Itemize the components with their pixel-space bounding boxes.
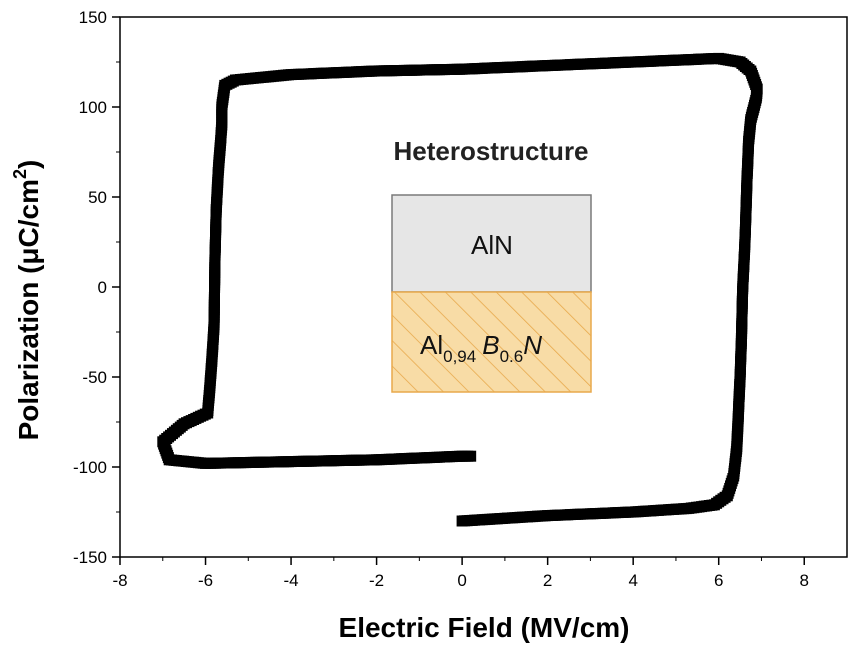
albn-label-n: N bbox=[523, 330, 542, 360]
x-axis-ticks: -8 -6 -4 -2 0 2 4 6 8 bbox=[112, 557, 809, 590]
heterostructure-inset: Heterostructure AlN Al0,94 B0.6N bbox=[391, 136, 592, 393]
y-tick-label: -100 bbox=[73, 458, 107, 477]
data-series bbox=[157, 52, 763, 527]
y-axis-title: Polarization (μC/cm2) bbox=[10, 160, 44, 441]
x-tick-label: 8 bbox=[800, 571, 809, 590]
x-axis-title: Electric Field (MV/cm) bbox=[339, 612, 630, 643]
y-tick-label: -50 bbox=[82, 368, 107, 387]
y-axis-title-sup: 2 bbox=[10, 169, 30, 179]
x-tick-label: 0 bbox=[457, 571, 466, 590]
x-tick-label: 4 bbox=[628, 571, 637, 590]
x-tick-label: -4 bbox=[283, 571, 298, 590]
x-tick-label: -2 bbox=[369, 571, 384, 590]
albn-label-b: B bbox=[482, 330, 499, 360]
y-axis-title-main: Polarization (μC/cm bbox=[13, 179, 44, 440]
y-axis-title-close: ) bbox=[13, 160, 44, 169]
aln-layer bbox=[391, 194, 592, 293]
albn-label-sub1: 0,94 bbox=[443, 347, 476, 366]
albn-layer-label: Al0,94 B0.6N bbox=[420, 330, 542, 366]
x-tick-label: 6 bbox=[714, 571, 723, 590]
y-tick-label: 150 bbox=[79, 8, 107, 27]
y-tick-label: 50 bbox=[88, 188, 107, 207]
inset-title: Heterostructure bbox=[393, 136, 588, 166]
y-axis-ticks: -150 -100 -50 0 50 100 150 bbox=[73, 8, 120, 567]
albn-layer bbox=[391, 291, 592, 393]
x-tick-label: -8 bbox=[112, 571, 127, 590]
data-point bbox=[465, 450, 477, 462]
albn-label-al: Al bbox=[420, 330, 443, 360]
y-tick-label: -150 bbox=[73, 548, 107, 567]
x-tick-label: 2 bbox=[543, 571, 552, 590]
y-tick-label: 100 bbox=[79, 98, 107, 117]
x-tick-label: -6 bbox=[198, 571, 213, 590]
albn-label-sub2: 0.6 bbox=[500, 347, 524, 366]
y-tick-label: 0 bbox=[98, 278, 107, 297]
aln-layer-label: AlN bbox=[471, 230, 513, 260]
